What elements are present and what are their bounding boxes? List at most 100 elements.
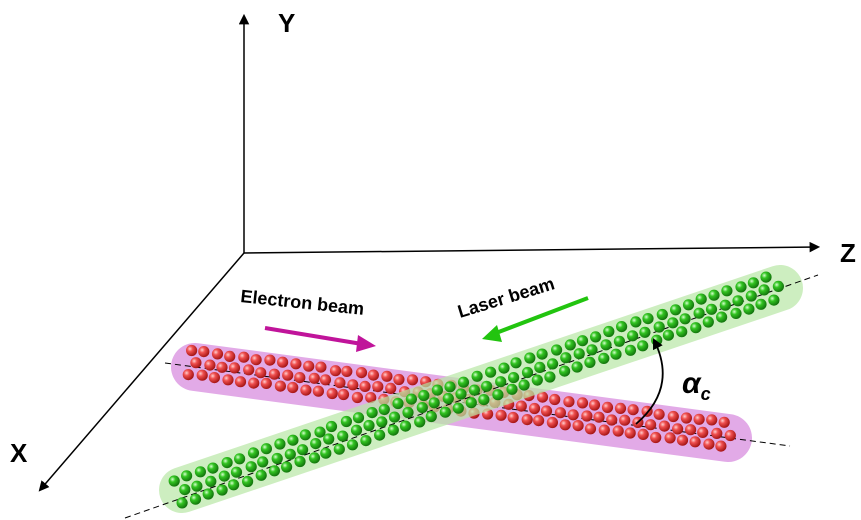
electron-particle	[393, 373, 405, 386]
laser-particle	[191, 480, 203, 492]
electron-particle	[355, 367, 368, 379]
electron-particle	[365, 392, 377, 404]
electron-particle	[711, 427, 723, 439]
laser-particle	[642, 313, 654, 325]
electron-particle	[216, 361, 228, 373]
electron-particle	[300, 384, 312, 396]
laser-particle	[518, 379, 530, 391]
laser-particle	[590, 331, 602, 343]
laser-particle	[257, 456, 269, 468]
laser-particle	[418, 389, 430, 402]
electron-particle	[337, 388, 350, 401]
electron-particle	[588, 399, 601, 411]
electron-particle	[290, 358, 302, 370]
electron-particle	[208, 372, 220, 384]
laser-particle	[216, 484, 228, 496]
electron-particle	[351, 391, 363, 404]
laser-particle	[743, 303, 755, 315]
laser-particle	[360, 435, 372, 447]
laser-particle	[378, 403, 390, 416]
laser-particle	[228, 479, 240, 491]
x-axis-label: X	[10, 438, 28, 468]
laser-particle	[255, 469, 267, 481]
laser-particle	[179, 484, 191, 496]
crossing-angle-label: αc	[682, 367, 711, 404]
electron-particle	[593, 411, 605, 423]
laser-particle	[350, 424, 363, 436]
electron-particle	[533, 415, 545, 427]
laser-particle	[534, 361, 546, 373]
laser-particle	[708, 289, 720, 301]
laser-particle	[719, 299, 731, 311]
electron-beam-label: Electron beam	[240, 286, 365, 319]
laser-particle	[268, 465, 280, 477]
laser-particle	[506, 383, 518, 395]
laser-particle	[564, 339, 576, 351]
electron-particle	[334, 377, 346, 389]
electron-particle	[563, 396, 575, 408]
electron-particle	[697, 426, 709, 438]
electron-particle	[303, 360, 315, 372]
electron-particle	[308, 372, 320, 384]
electron-beam-annotation: Electron beam	[240, 286, 376, 352]
electron-particle	[182, 369, 194, 381]
laser-particle	[495, 376, 507, 388]
laser-particle	[323, 433, 335, 445]
laser-particle	[444, 381, 456, 393]
electron-particle	[676, 434, 689, 446]
laser-particle	[745, 290, 757, 302]
electron-particle	[224, 350, 236, 362]
electron-particle	[718, 416, 730, 428]
electron-particle	[614, 402, 627, 414]
electron-particle	[703, 438, 715, 450]
electron-particle	[381, 370, 393, 382]
laser-particle	[521, 366, 534, 379]
laser-particle	[402, 406, 414, 419]
laser-particle	[431, 384, 443, 396]
laser-particle	[189, 493, 202, 505]
laser-particle	[624, 344, 637, 356]
laser-particle	[242, 475, 254, 488]
laser-particle	[584, 356, 596, 368]
electron-particle	[515, 400, 527, 412]
laser-particle	[679, 313, 691, 325]
electron-particle	[567, 409, 579, 421]
electron-particle	[372, 381, 384, 393]
laser-particle	[705, 303, 718, 315]
laser-particle	[551, 344, 563, 356]
laser-particle	[287, 434, 299, 446]
laser-particle	[310, 438, 322, 450]
electron-particle	[645, 419, 657, 431]
laser-particle	[416, 402, 428, 414]
laser-particle	[346, 439, 359, 451]
laser-beam-direction-arrow	[495, 296, 589, 335]
electron-particle	[228, 362, 241, 374]
laser-particle	[481, 380, 493, 392]
laser-particle	[586, 344, 598, 356]
electron-particle	[715, 440, 727, 452]
electron-particle	[507, 411, 519, 424]
laser-particle	[616, 321, 628, 333]
laser-particle	[297, 444, 309, 456]
laser-particle	[693, 307, 705, 319]
laser-particle	[670, 304, 682, 316]
electron-particle	[637, 428, 649, 440]
laser-particle	[600, 339, 612, 351]
electron-particle	[653, 408, 665, 420]
laser-particle	[485, 366, 497, 378]
laser-particle	[630, 316, 642, 328]
laser-particle	[442, 392, 454, 405]
electron-particle	[222, 374, 234, 386]
laser-particle	[247, 447, 260, 459]
laser-particle	[207, 462, 219, 474]
laser-particle	[374, 429, 386, 441]
laser-particle	[498, 362, 510, 374]
laser-particle	[176, 497, 188, 509]
z-axis-label: Z	[840, 238, 856, 268]
laser-particle	[399, 420, 412, 432]
laser-particle	[639, 326, 651, 338]
laser-particle	[627, 330, 639, 342]
electron-particle	[196, 369, 208, 381]
electron-particle	[294, 372, 306, 384]
electron-beam-arrowhead	[356, 335, 376, 352]
